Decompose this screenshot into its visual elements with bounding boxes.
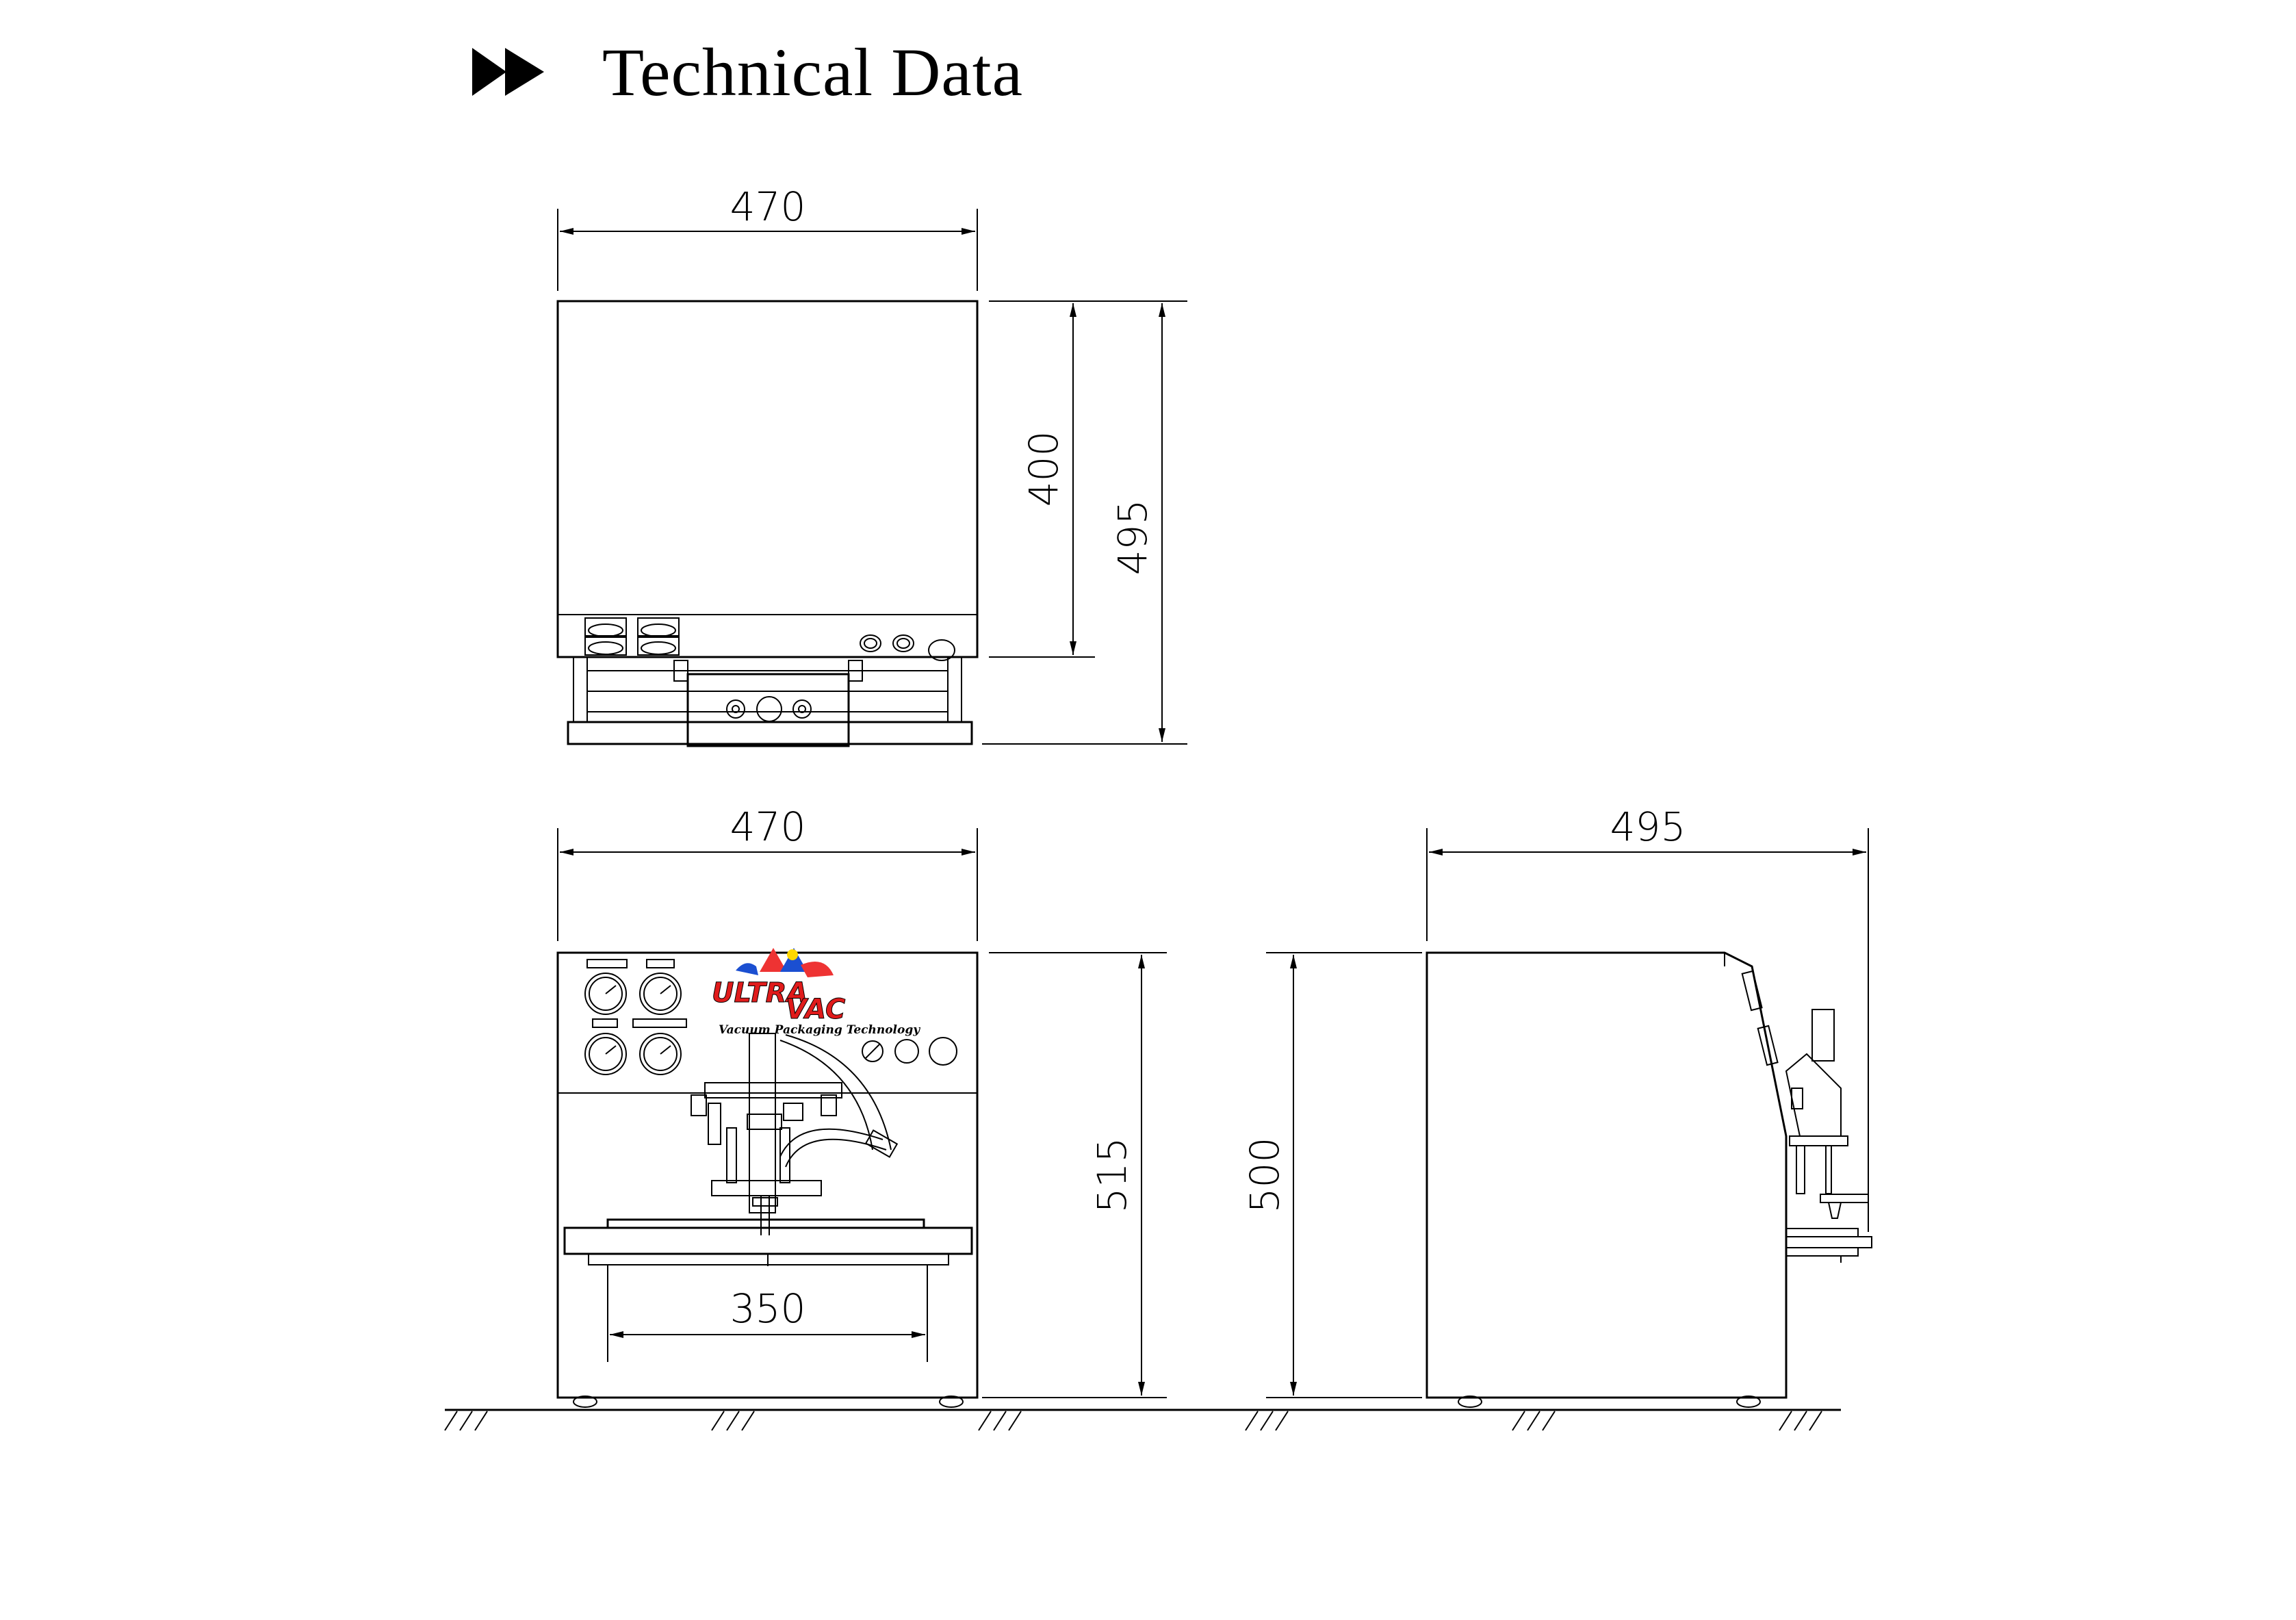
front-height-label: 515 xyxy=(1089,1137,1135,1213)
front-width-label: 470 xyxy=(730,803,806,850)
logo-word-vac: VAC xyxy=(786,994,845,1025)
sealing-mechanism xyxy=(691,1033,899,1235)
front-view: 470 xyxy=(556,803,1167,1408)
top-height-outer-label: 495 xyxy=(1109,500,1156,576)
gauge-cluster-top xyxy=(584,617,680,656)
top-width-label: 470 xyxy=(730,183,806,230)
page-heading: Technical Data xyxy=(472,27,1023,116)
page-title: Technical Data xyxy=(602,34,1023,110)
double-arrow-icon xyxy=(472,48,544,96)
ground-line xyxy=(444,1409,1841,1431)
gauge-panel xyxy=(584,959,687,1075)
top-height-inner-label: 400 xyxy=(1020,431,1067,507)
side-mechanism xyxy=(1785,1009,1872,1263)
side-depth-label: 495 xyxy=(1610,803,1686,850)
logo-word-ultra: ULTRA xyxy=(712,977,808,1009)
front-tray-label: 350 xyxy=(730,1285,806,1332)
top-view: 470 xyxy=(556,183,1187,747)
side-view: 495 xyxy=(1241,803,1872,1408)
side-height-label: 500 xyxy=(1241,1137,1288,1213)
ultravac-logo: ULTRA VAC Vacuum Packaging Technology xyxy=(712,948,920,1037)
